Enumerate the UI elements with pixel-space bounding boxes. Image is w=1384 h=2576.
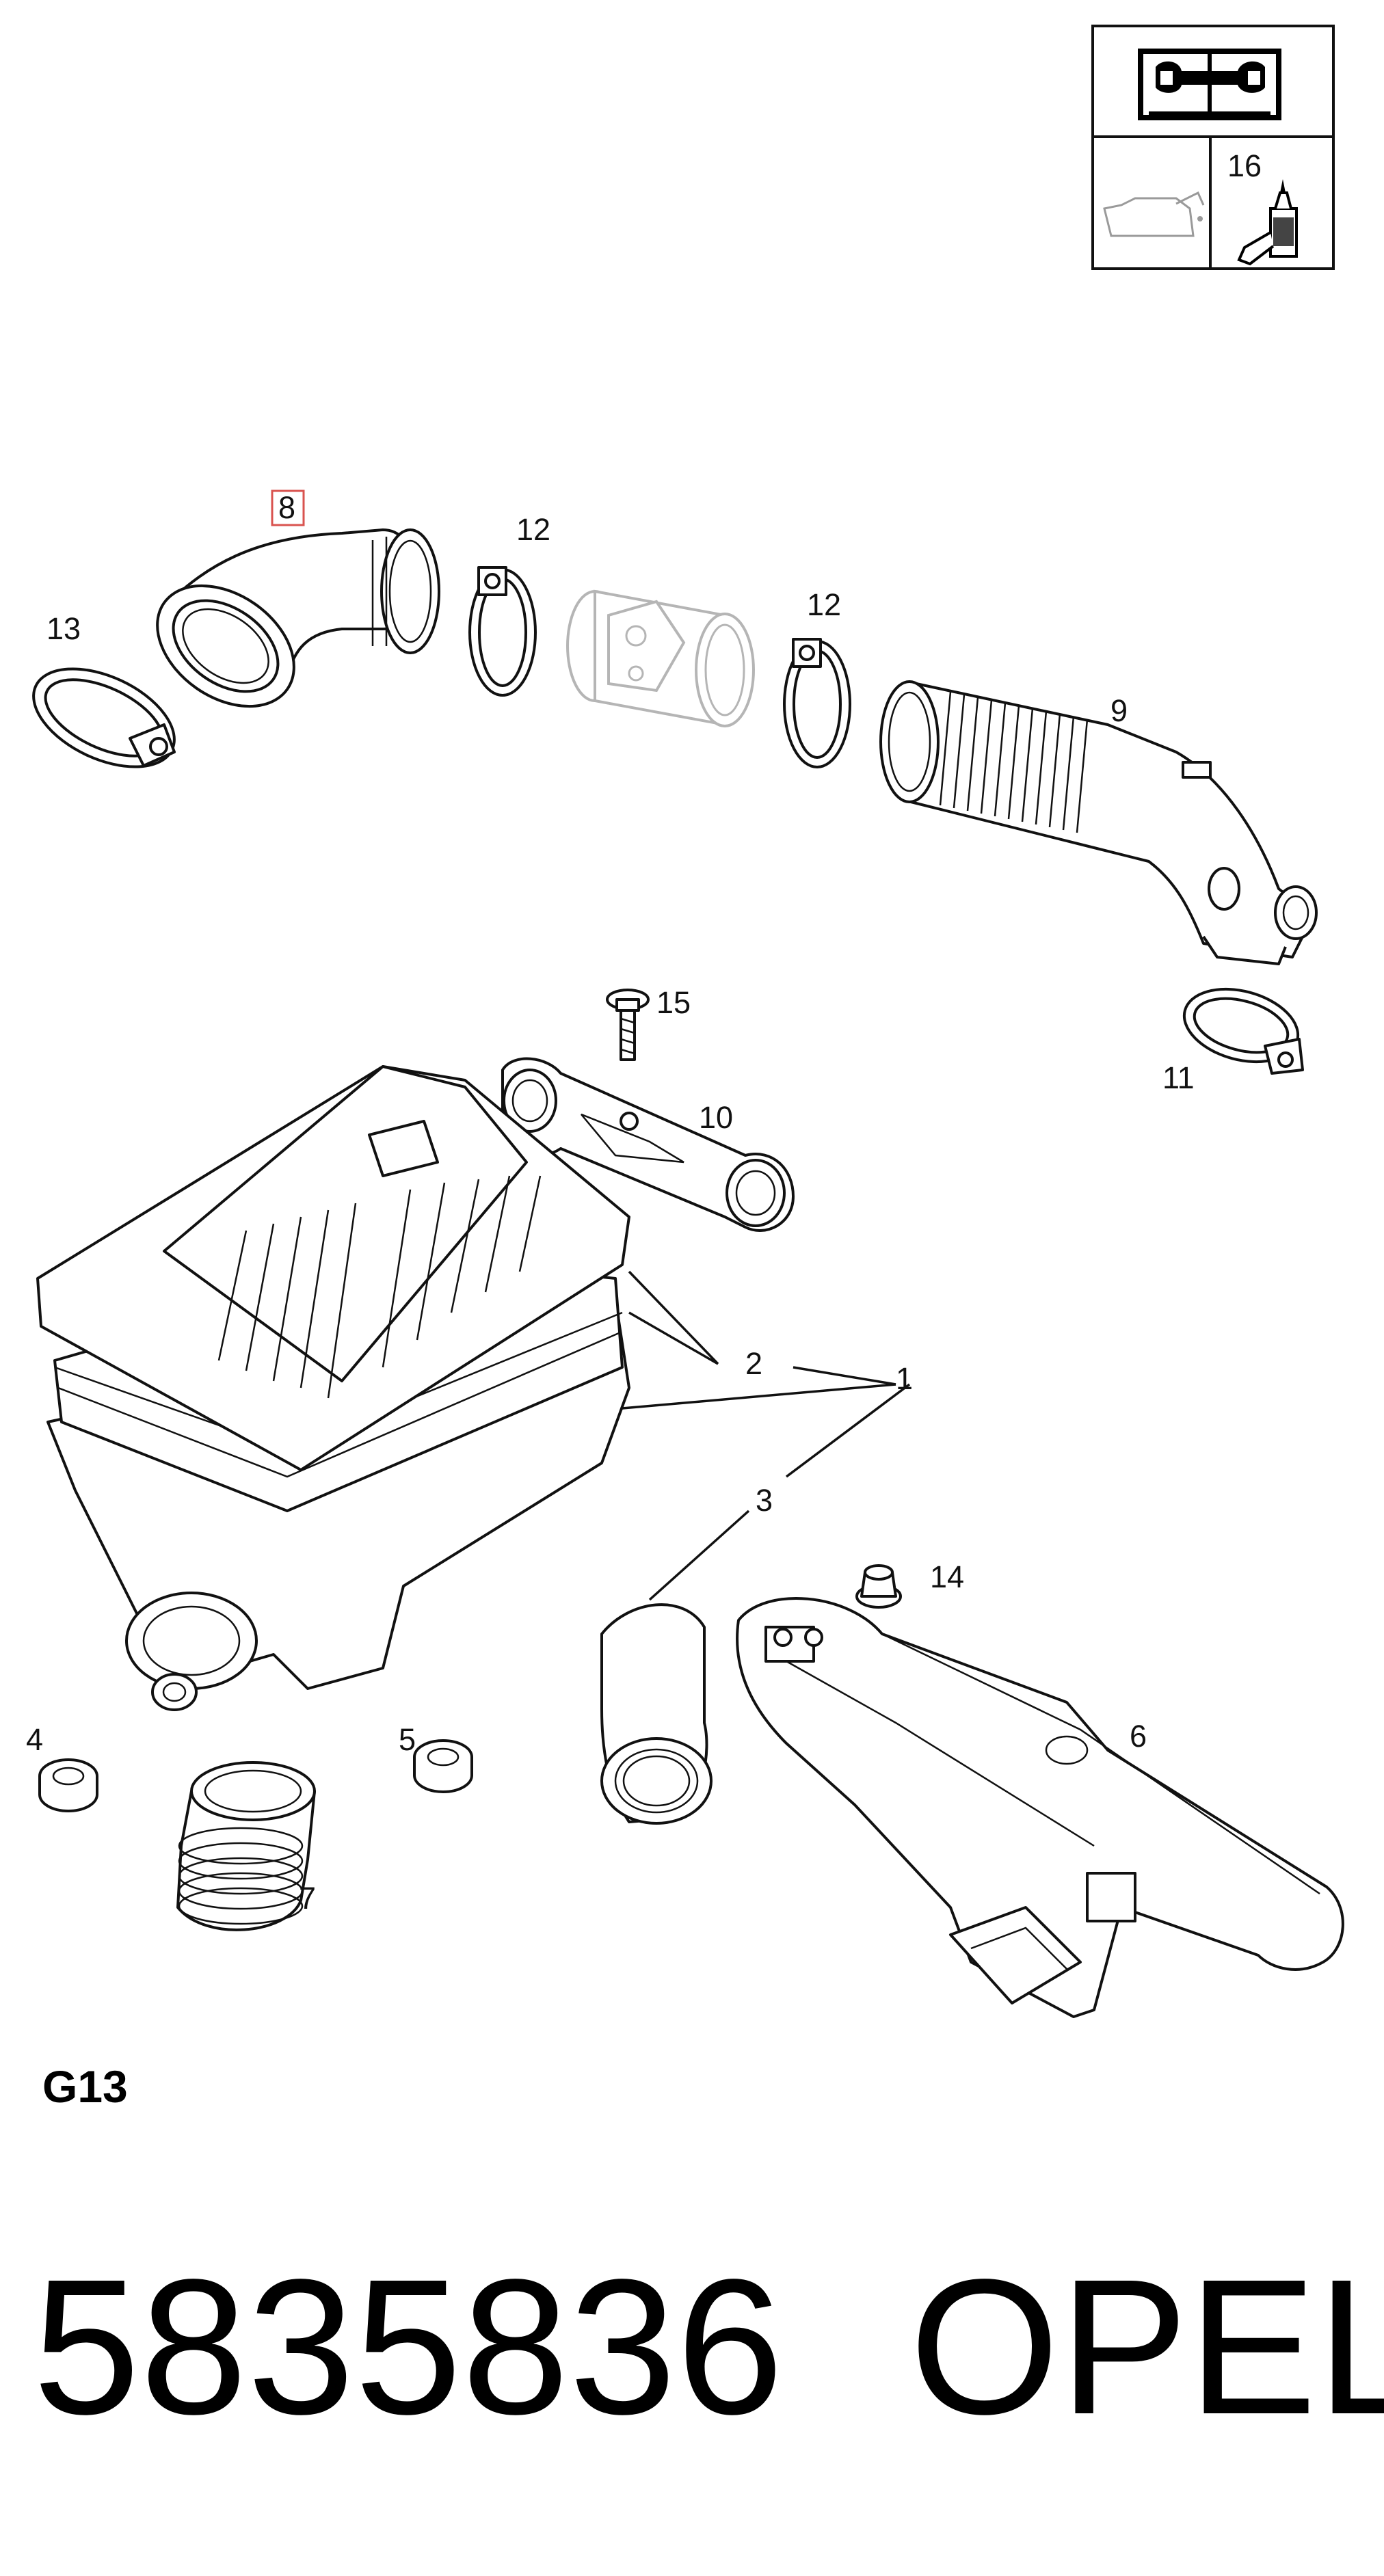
- intake-duct-6: [736, 1597, 1344, 2018]
- sealant-tube-icon: [1237, 179, 1298, 266]
- sealant-ref-label: 16: [1227, 148, 1262, 183]
- hose-3: [600, 1603, 713, 1825]
- callout-11: 11: [1162, 1060, 1195, 1095]
- callout-2: 2: [745, 1346, 762, 1381]
- callout-12a: 12: [516, 512, 550, 547]
- callout-6: 6: [1130, 1719, 1147, 1754]
- manual-wrench-icon: [1138, 49, 1281, 120]
- callout-7: 7: [299, 1881, 316, 1916]
- legend-box: 16: [1091, 25, 1335, 270]
- part-number: 5835836: [33, 2239, 784, 2454]
- clamp-12a: [468, 566, 537, 697]
- bellows-7: [176, 1761, 316, 1931]
- callout-15: 15: [656, 985, 691, 1020]
- clamp-13: [32, 667, 176, 768]
- oil-can-icon: [1103, 191, 1205, 237]
- callout-10: 10: [699, 1100, 733, 1135]
- air-flow-sensor-reference: [566, 589, 755, 727]
- callout-5: 5: [399, 1722, 416, 1757]
- highlight-box: [271, 489, 305, 526]
- clamp-12b: [783, 638, 851, 768]
- callout-9: 9: [1110, 693, 1128, 728]
- callout-14: 14: [930, 1559, 964, 1594]
- callout-1: 1: [896, 1361, 913, 1396]
- grommet-4: [38, 1758, 98, 1812]
- clamp-11: [1182, 987, 1304, 1075]
- callout-3: 3: [756, 1483, 773, 1518]
- leader-lines: [622, 1270, 911, 1601]
- callout-4: 4: [26, 1722, 43, 1757]
- screw-15: [606, 989, 650, 1061]
- callout-labels: 8 12 13 12 9 15 10 11 2 1 3 14 6 4 5 7: [26, 489, 1195, 1916]
- callout-12b: 12: [807, 587, 841, 622]
- clip-14: [855, 1564, 902, 1609]
- grommet-5: [413, 1739, 473, 1793]
- corrugated-hose-9: [879, 680, 1318, 965]
- callout-13: 13: [46, 611, 81, 646]
- air-cleaner-housing-1: [36, 1065, 630, 1711]
- section-code: G13: [42, 2061, 128, 2112]
- callout-8[interactable]: 8: [278, 490, 295, 525]
- elbow-hose-8[interactable]: [135, 528, 440, 732]
- brand-name: OPEL: [909, 2239, 1384, 2454]
